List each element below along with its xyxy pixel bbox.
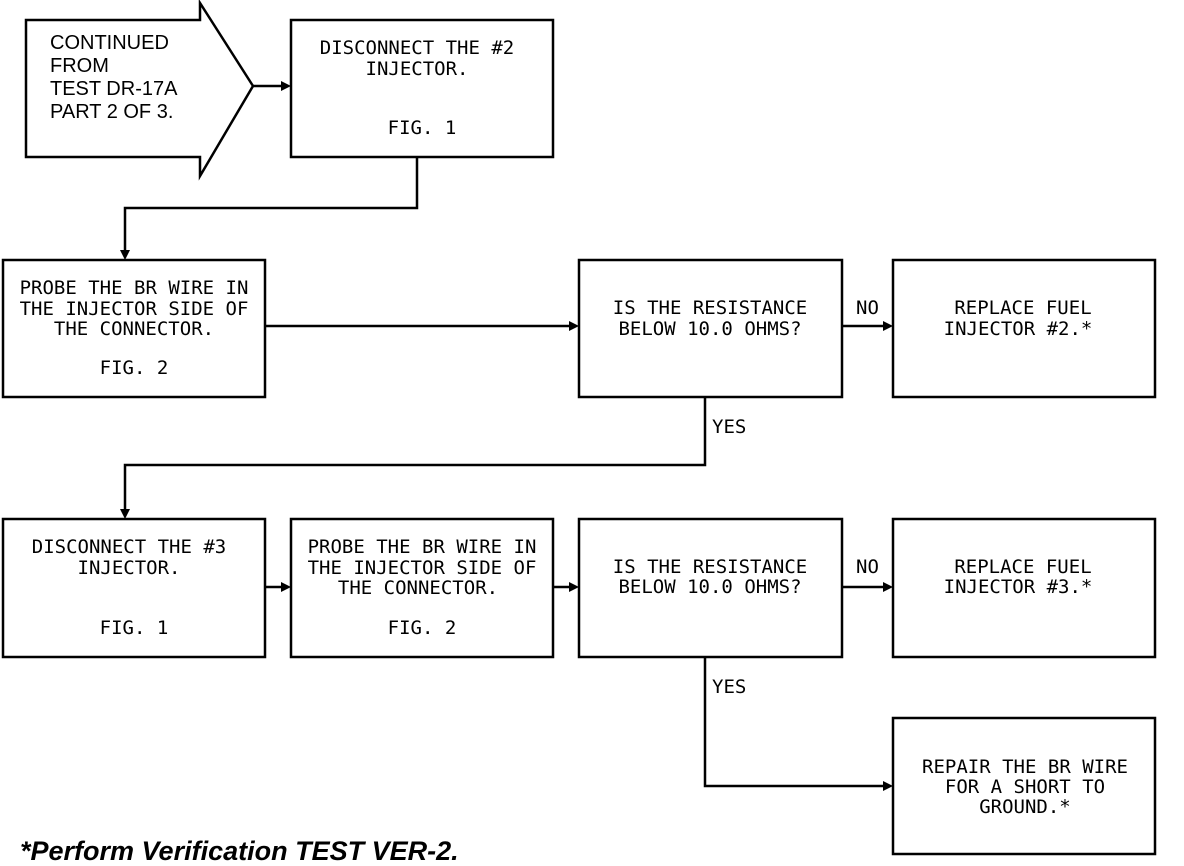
step-line-1: REPLACE FUEL (954, 297, 1091, 319)
decision-line-2: BELOW 10.0 OHMS? (618, 318, 801, 340)
edge-label-yes-1: YES (712, 416, 746, 438)
step-probe-br-wire-2: PROBE THE BR WIRE IN THE INJECTOR SIDE O… (289, 517, 555, 659)
step-repair-br-wire: REPAIR THE BR WIRE FOR A SHORT TO GROUND… (891, 716, 1157, 856)
start-line-4: PART 2 OF 3. (50, 101, 173, 123)
step-box (891, 517, 1157, 659)
arrowhead (120, 509, 130, 519)
step-box (891, 258, 1157, 399)
step-line-2: THE INJECTOR SIDE OF (308, 557, 537, 579)
step-replace-injector-2: REPLACE FUEL INJECTOR #2.* (891, 258, 1157, 399)
start-arrow-shape (24, 0, 255, 181)
step-line-1: REPAIR THE BR WIRE (922, 756, 1128, 778)
step-box (289, 18, 555, 159)
step-box (1, 258, 267, 399)
step-line-1: PROBE THE BR WIRE IN (308, 536, 537, 558)
step-line-1: DISCONNECT THE #2 (320, 37, 514, 59)
start-line-1: CONTINUED (50, 32, 169, 54)
arrowhead (281, 81, 291, 91)
step-line-2: FOR A SHORT TO (945, 776, 1105, 798)
decision-box (577, 258, 844, 399)
step-line-2: INJECTOR. (366, 58, 469, 80)
step-fig-ref: FIG. 1 (100, 617, 169, 639)
edge-label-no-2: NO (856, 556, 879, 578)
step-disconnect-injector-2: DISCONNECT THE #2 INJECTOR. FIG. 1 (289, 18, 555, 159)
connectors (120, 81, 893, 791)
step-replace-injector-3: REPLACE FUEL INJECTOR #3.* (891, 517, 1157, 659)
step-box (1, 517, 267, 659)
step-line-3: GROUND.* (979, 796, 1071, 818)
step-fig-ref: FIG. 2 (388, 617, 457, 639)
arrowhead (883, 781, 893, 791)
step-fig-ref: FIG. 1 (388, 117, 457, 139)
connector-decision-2-yes (703, 657, 885, 788)
decision-box (577, 517, 844, 659)
step-box (891, 716, 1157, 856)
step-probe-br-wire-1: PROBE THE BR WIRE IN THE INJECTOR SIDE O… (1, 258, 267, 399)
edge-label-yes-2: YES (712, 676, 746, 698)
arrowhead (281, 582, 291, 592)
step-line-2: INJECTOR. (78, 557, 181, 579)
step-fig-ref: FIG. 2 (100, 357, 169, 379)
step-line-1: DISCONNECT THE #3 (32, 536, 226, 558)
footnote: *Perform Verification TEST VER-2. (20, 836, 459, 866)
arrowhead (569, 582, 579, 592)
decision-resistance-2: IS THE RESISTANCE BELOW 10.0 OHMS? (577, 517, 844, 659)
decision-line-1: IS THE RESISTANCE (613, 556, 807, 578)
connector-disconnect-2-to-probe-1 (123, 157, 419, 252)
step-line-3: THE CONNECTOR. (338, 577, 498, 599)
step-line-2: INJECTOR #2.* (944, 318, 1093, 340)
decision-resistance-1: IS THE RESISTANCE BELOW 10.0 OHMS? (577, 258, 844, 399)
step-line-3: THE CONNECTOR. (54, 318, 214, 340)
step-line-1: PROBE THE BR WIRE IN (20, 277, 249, 299)
step-line-2: INJECTOR #3.* (944, 576, 1093, 598)
start-line-3: TEST DR-17A (50, 78, 178, 100)
edge-label-no-1: NO (856, 297, 879, 319)
step-line-2: THE INJECTOR SIDE OF (20, 298, 249, 320)
decision-line-2: BELOW 10.0 OHMS? (618, 576, 801, 598)
decision-line-1: IS THE RESISTANCE (613, 297, 807, 319)
arrowhead (883, 582, 893, 592)
connector-decision-1-yes (123, 397, 707, 511)
start-line-2: FROM (50, 55, 109, 77)
arrowhead (883, 321, 893, 331)
step-disconnect-injector-3: DISCONNECT THE #3 INJECTOR. FIG. 1 (1, 517, 267, 659)
step-line-1: REPLACE FUEL (954, 556, 1091, 578)
arrowhead (569, 321, 579, 331)
start-arrow: CONTINUED FROM TEST DR-17A PART 2 OF 3. (24, 0, 255, 181)
step-box (289, 517, 555, 659)
arrowhead (120, 250, 130, 260)
